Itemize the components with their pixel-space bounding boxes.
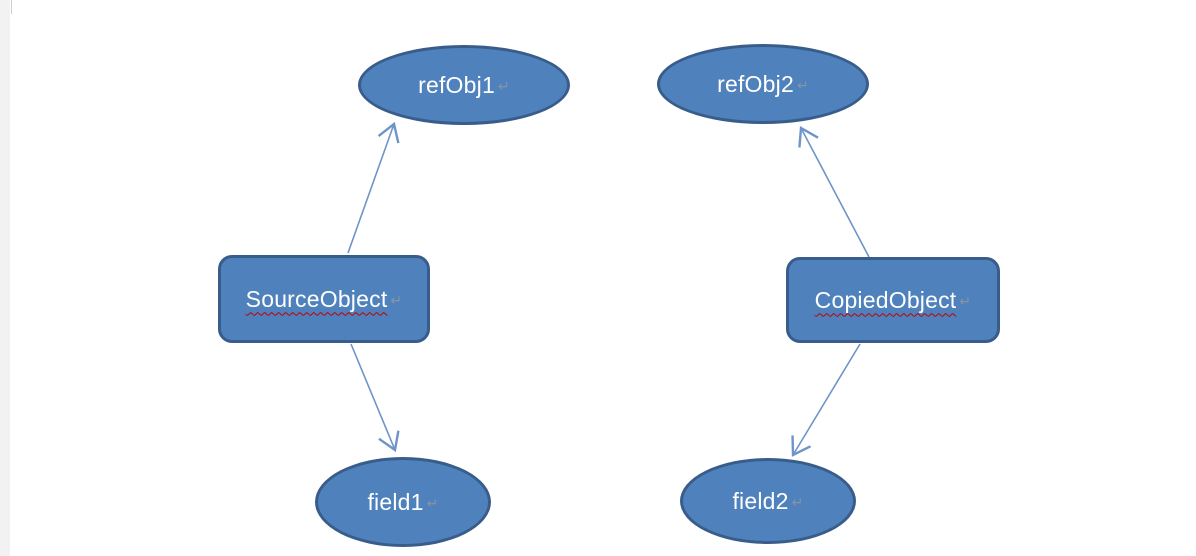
node-field2[interactable]: field2 ↵: [680, 458, 856, 544]
node-label: CopiedObject: [814, 286, 957, 313]
text-cursor-artifact: [11, 0, 12, 14]
node-label: refObj2: [717, 70, 794, 97]
node-copiedobject[interactable]: CopiedObject ↵: [786, 257, 1000, 343]
node-label: field1: [367, 488, 424, 515]
node-refobj1[interactable]: refObj1 ↵: [358, 45, 570, 125]
node-label: SourceObject: [245, 285, 388, 312]
paragraph-mark-icon: ↵: [426, 494, 439, 511]
paragraph-mark-icon: ↵: [791, 493, 804, 510]
paragraph-mark-icon: ↵: [796, 76, 809, 93]
edge-sourceobject-refobj1: [347, 121, 400, 254]
edge-copiedobject-field2: [791, 343, 861, 457]
edge-copiedobject-refobj2: [798, 126, 870, 258]
node-sourceobject[interactable]: SourceObject ↵: [218, 255, 430, 343]
node-refobj2[interactable]: refObj2 ↵: [657, 44, 869, 124]
edge-sourceobject-field1: [350, 343, 400, 453]
node-label: field2: [732, 487, 789, 514]
node-label: refObj1: [418, 71, 495, 98]
paragraph-mark-icon: ↵: [959, 292, 972, 309]
node-field1[interactable]: field1 ↵: [315, 457, 491, 547]
paragraph-mark-icon: ↵: [390, 291, 403, 308]
left-gutter: [0, 0, 10, 556]
paragraph-mark-icon: ↵: [497, 77, 510, 94]
